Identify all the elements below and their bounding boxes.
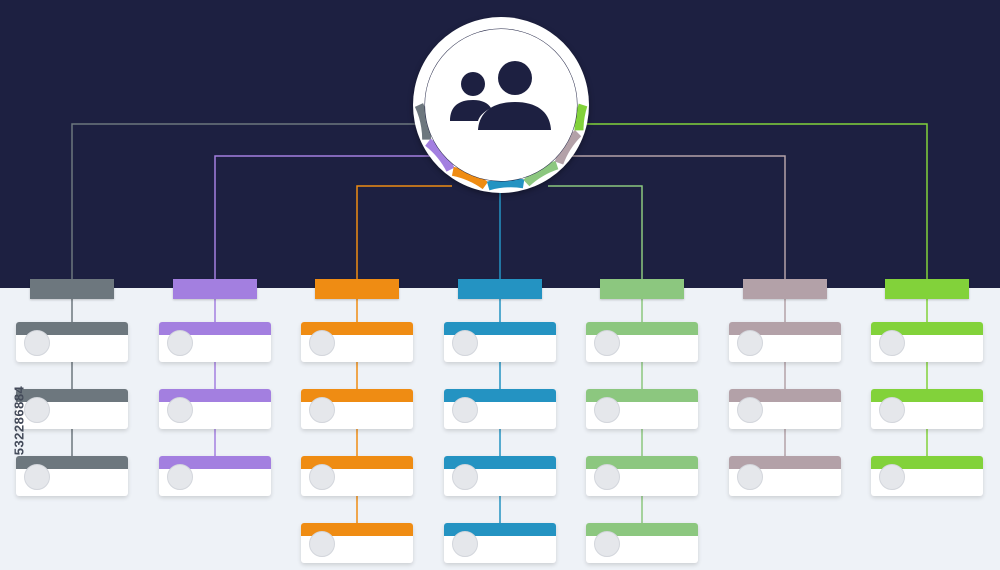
- stock-id-text: 532286884: [11, 385, 27, 455]
- member-card: [16, 456, 128, 496]
- avatar-placeholder: [452, 531, 478, 557]
- member-card: [729, 456, 841, 496]
- avatar-placeholder: [594, 531, 620, 557]
- member-card: [159, 456, 271, 496]
- avatar-placeholder: [594, 397, 620, 423]
- member-card: [159, 322, 271, 362]
- connector-line-2: [214, 155, 437, 279]
- member-card: [301, 389, 413, 429]
- member-card: [444, 322, 556, 362]
- avatar-placeholder: [737, 464, 763, 490]
- avatar-placeholder: [452, 464, 478, 490]
- member-card: [586, 523, 698, 563]
- member-card: [444, 389, 556, 429]
- avatar-placeholder: [452, 397, 478, 423]
- connector-line-3: [356, 185, 452, 279]
- connector-line-7: [563, 123, 928, 279]
- avatar-placeholder: [594, 464, 620, 490]
- connector-line-1: [71, 123, 437, 279]
- avatar-placeholder: [309, 464, 335, 490]
- member-card: [871, 456, 983, 496]
- avatar-placeholder: [167, 330, 193, 356]
- member-card: [586, 389, 698, 429]
- branch-header-6: [743, 279, 827, 299]
- avatar-placeholder: [24, 397, 50, 423]
- ring-segment-6: [554, 129, 582, 165]
- avatar-placeholder: [594, 330, 620, 356]
- branch-header-2: [173, 279, 257, 299]
- ring-segment-2: [425, 138, 455, 172]
- branch-header-1: [30, 279, 114, 299]
- member-card: [444, 456, 556, 496]
- member-card: [586, 322, 698, 362]
- connector-line-6: [563, 155, 786, 279]
- branch-header-5: [600, 279, 684, 299]
- ring-segment-4: [486, 178, 525, 191]
- avatar-placeholder: [879, 397, 905, 423]
- member-card: [444, 523, 556, 563]
- member-card: [871, 322, 983, 362]
- avatar-placeholder: [167, 464, 193, 490]
- member-card: [729, 389, 841, 429]
- member-card: [16, 322, 128, 362]
- ring-segment-7: [574, 103, 588, 131]
- member-card: [16, 389, 128, 429]
- branch-header-3: [315, 279, 399, 299]
- member-card: [301, 322, 413, 362]
- avatar-placeholder: [737, 397, 763, 423]
- users-group-icon: [450, 61, 551, 130]
- member-card: [301, 456, 413, 496]
- stock-id-watermark: 532286884: [10, 330, 28, 510]
- branch-header-7: [885, 279, 969, 299]
- connector-line-5: [548, 185, 643, 279]
- avatar-placeholder: [309, 397, 335, 423]
- avatar-placeholder: [24, 330, 50, 356]
- avatar-placeholder: [309, 531, 335, 557]
- root-node-inner: [425, 29, 577, 181]
- ring-segment-3: [451, 166, 488, 190]
- member-card: [159, 389, 271, 429]
- ring-segment-5: [523, 160, 559, 187]
- branch-header-4: [458, 279, 542, 299]
- member-card: [729, 322, 841, 362]
- member-card: [586, 456, 698, 496]
- avatar-placeholder: [167, 397, 193, 423]
- avatar-placeholder: [452, 330, 478, 356]
- avatar-placeholder: [737, 330, 763, 356]
- avatar-placeholder: [24, 464, 50, 490]
- ring-segment-1: [414, 103, 432, 140]
- member-card: [301, 523, 413, 563]
- avatar-placeholder: [879, 330, 905, 356]
- root-color-ring: [414, 28, 588, 191]
- avatar-placeholder: [309, 330, 335, 356]
- member-card: [871, 389, 983, 429]
- avatar-placeholder: [879, 464, 905, 490]
- root-node: [413, 17, 589, 193]
